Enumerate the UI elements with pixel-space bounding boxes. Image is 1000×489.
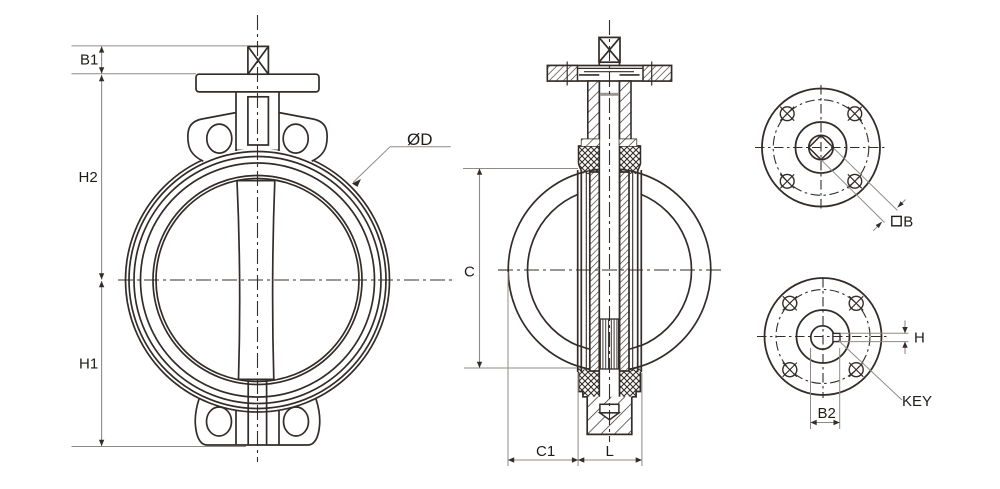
svg-text:B2: B2 bbox=[818, 405, 836, 422]
svg-text:B1: B1 bbox=[80, 52, 98, 69]
svg-text:B: B bbox=[903, 214, 913, 231]
svg-text:ØD: ØD bbox=[407, 130, 433, 149]
svg-text:KEY: KEY bbox=[902, 393, 932, 410]
svg-text:L: L bbox=[606, 443, 614, 460]
svg-text:H1: H1 bbox=[79, 356, 98, 373]
svg-text:C: C bbox=[464, 264, 475, 281]
svg-text:C1: C1 bbox=[536, 443, 555, 460]
svg-text:H: H bbox=[914, 330, 925, 347]
svg-text:H2: H2 bbox=[79, 169, 98, 186]
